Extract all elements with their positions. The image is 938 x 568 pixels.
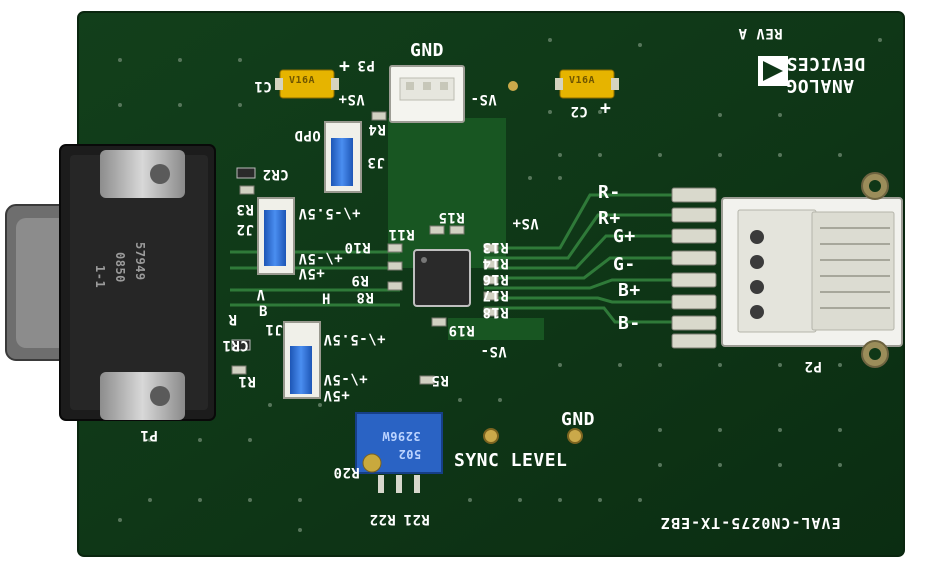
label-r-plus: R+ bbox=[598, 208, 621, 229]
label-r22: R22 bbox=[369, 511, 396, 527]
jumper-j2 bbox=[257, 197, 295, 275]
label-r15: R15 bbox=[438, 209, 465, 225]
label-gnd-bottom: GND bbox=[561, 409, 596, 430]
label-cr1: CR1 bbox=[222, 337, 249, 353]
label-opd: OPD bbox=[294, 127, 321, 143]
label-j1-bottom: +5V bbox=[323, 387, 350, 403]
label-r1: R1 bbox=[238, 373, 256, 389]
board-name: EVAL-CN0275-TX-EBZ bbox=[660, 514, 841, 532]
label-c1-plus: + bbox=[339, 56, 351, 77]
p1-marking-2: 0850 bbox=[113, 252, 127, 283]
label-r5: R5 bbox=[431, 372, 449, 388]
label-h: H bbox=[322, 292, 331, 308]
label-r: R bbox=[228, 311, 237, 327]
label-r4: R4 bbox=[368, 121, 386, 137]
label-vs-plus: VS+ bbox=[338, 91, 365, 107]
label-r19: R19 bbox=[448, 322, 475, 338]
test-points bbox=[483, 81, 583, 444]
label-j1-mid: +\-5V bbox=[323, 371, 368, 387]
label-c1: C1 bbox=[254, 78, 272, 94]
label-r17: R17 bbox=[482, 287, 509, 303]
label-j1-top: +\-5.5V bbox=[323, 331, 386, 347]
p1-marking-3: 1-1 bbox=[93, 265, 107, 289]
label-r11: R11 bbox=[388, 226, 415, 242]
label-b-minus: B- bbox=[618, 313, 641, 334]
tantalum-c2 bbox=[555, 69, 619, 99]
power-connector-p3 bbox=[389, 65, 465, 123]
label-b-plus: B+ bbox=[618, 280, 641, 301]
label-j1: J1 bbox=[265, 321, 283, 337]
c1-marking: V16A bbox=[289, 75, 316, 86]
label-j2-plus5: +5V bbox=[298, 265, 325, 281]
jumper-j3 bbox=[324, 121, 362, 193]
c2-marking: V16A bbox=[569, 75, 596, 86]
label-j2-top: +\-5.5V bbox=[298, 205, 361, 221]
ic-chip bbox=[413, 249, 471, 307]
label-vs-minus: VS- bbox=[470, 91, 497, 107]
vias bbox=[118, 38, 882, 532]
label-r9: R9 bbox=[351, 272, 369, 288]
label-cr2: CR2 bbox=[262, 166, 289, 182]
label-vs-plus-mid: VS+ bbox=[512, 215, 539, 231]
vga-connector-p1 bbox=[5, 144, 216, 421]
label-r21: R21 bbox=[403, 511, 430, 527]
label-g-minus: G- bbox=[613, 254, 636, 275]
label-r3: R3 bbox=[236, 201, 254, 217]
label-p3: P3 bbox=[357, 57, 375, 73]
label-r16: R16 bbox=[482, 271, 509, 287]
label-j2: J2 bbox=[236, 221, 254, 237]
p1-marking-1: 57949 bbox=[133, 242, 147, 281]
jumper-j1 bbox=[283, 321, 321, 399]
label-r8: R8 bbox=[356, 289, 374, 305]
label-r18: R18 bbox=[482, 304, 509, 320]
label-r14: R14 bbox=[482, 255, 509, 271]
label-r20: R20 bbox=[333, 464, 360, 480]
label-vs-minus-mid: VS- bbox=[480, 343, 507, 359]
label-gnd-top: GND bbox=[410, 40, 445, 61]
termination-resistors bbox=[671, 187, 717, 349]
label-r-minus: R- bbox=[598, 182, 621, 203]
label-r10: R10 bbox=[344, 239, 371, 255]
label-p1: P1 bbox=[140, 427, 158, 443]
label-sync-level: SYNC LEVEL bbox=[454, 450, 568, 471]
brand-line1: DEVICES bbox=[786, 53, 866, 74]
rj45-connector-p2 bbox=[721, 172, 903, 368]
label-r13: R13 bbox=[482, 239, 509, 255]
label-p2: P2 bbox=[804, 358, 822, 374]
tantalum-c1 bbox=[275, 69, 339, 99]
label-g-plus: G+ bbox=[613, 226, 636, 247]
potentiometer-r20 bbox=[355, 412, 443, 493]
pot-marking-1: 3296W bbox=[382, 429, 421, 443]
label-b: B bbox=[259, 304, 268, 320]
label-revision: REV A bbox=[738, 25, 783, 41]
label-c2-plus: + bbox=[600, 98, 612, 119]
label-j2-bottom: +\-5V bbox=[298, 250, 343, 266]
label-c2: C2 bbox=[570, 103, 588, 119]
label-v: V bbox=[256, 286, 265, 302]
pot-marking-2: 502 bbox=[398, 447, 422, 461]
brand-line2: ANALOG bbox=[786, 75, 855, 96]
analog-devices-logo bbox=[758, 56, 788, 86]
label-j3: J3 bbox=[367, 154, 385, 170]
